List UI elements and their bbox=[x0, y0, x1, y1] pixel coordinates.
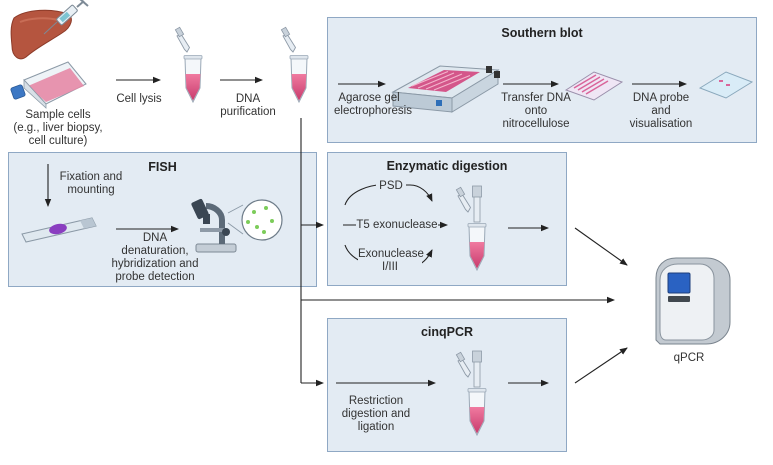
exonuclease-label: Exonuclease I/III bbox=[358, 248, 424, 274]
southern-blot-title: Southern blot bbox=[501, 26, 583, 40]
culture-flask-icon bbox=[10, 61, 87, 109]
qpcr-label: qPCR bbox=[673, 352, 705, 364]
fish-title: FISH bbox=[148, 160, 177, 174]
lysis-tube-icon bbox=[174, 26, 203, 103]
zoom-line-bottom bbox=[227, 222, 244, 235]
slide-icon bbox=[21, 217, 97, 243]
membrane-icon bbox=[564, 71, 624, 101]
cinqpcr-title: cinqPCR bbox=[420, 325, 474, 339]
southern-blot-panel: Southern blot bbox=[327, 17, 757, 143]
restriction-ligation-label: Restriction digestion and ligation bbox=[341, 395, 411, 433]
arrow-cinqpcr-to-qpcr bbox=[574, 347, 628, 384]
probe-detection-label: DNA denaturation, hybridization and prob… bbox=[111, 232, 199, 283]
purified-dna-tube-icon bbox=[280, 26, 309, 103]
digestion-tube-icon bbox=[467, 185, 487, 271]
fluorescent-view-icon bbox=[241, 199, 283, 241]
sample-cells-label: Sample cells (e.g., liver biopsy, cell c… bbox=[13, 109, 103, 147]
cinqpcr-panel: cinqPCR bbox=[327, 318, 567, 452]
enzymatic-digestion-title: Enzymatic digestion bbox=[386, 159, 508, 173]
transfer-dna-label: Transfer DNA onto nitrocellulose bbox=[501, 92, 571, 130]
dna-purification-label: DNA purification bbox=[220, 93, 276, 118]
fixation-label: Fixation and mounting bbox=[59, 171, 123, 196]
arrow-enzymatic-to-qpcr bbox=[574, 227, 628, 266]
cell-lysis-label: Cell lysis bbox=[116, 93, 162, 105]
qpcr-machine-icon bbox=[655, 257, 731, 345]
psd-label: PSD bbox=[376, 180, 406, 193]
gel-box-icon bbox=[391, 65, 500, 113]
microscope-icon bbox=[191, 198, 237, 253]
probed-membrane-icon bbox=[698, 71, 754, 99]
zoom-line-top bbox=[227, 204, 244, 214]
cinqpcr-tube-icon bbox=[467, 350, 487, 436]
electrophoresis-label: Agarose gel electrophoresis bbox=[334, 92, 412, 117]
t5-exonuclease-label: T5 exonuclease bbox=[356, 219, 438, 232]
syringe-icon bbox=[43, 0, 89, 35]
dna-probe-label: DNA probe and visualisation bbox=[629, 92, 693, 130]
